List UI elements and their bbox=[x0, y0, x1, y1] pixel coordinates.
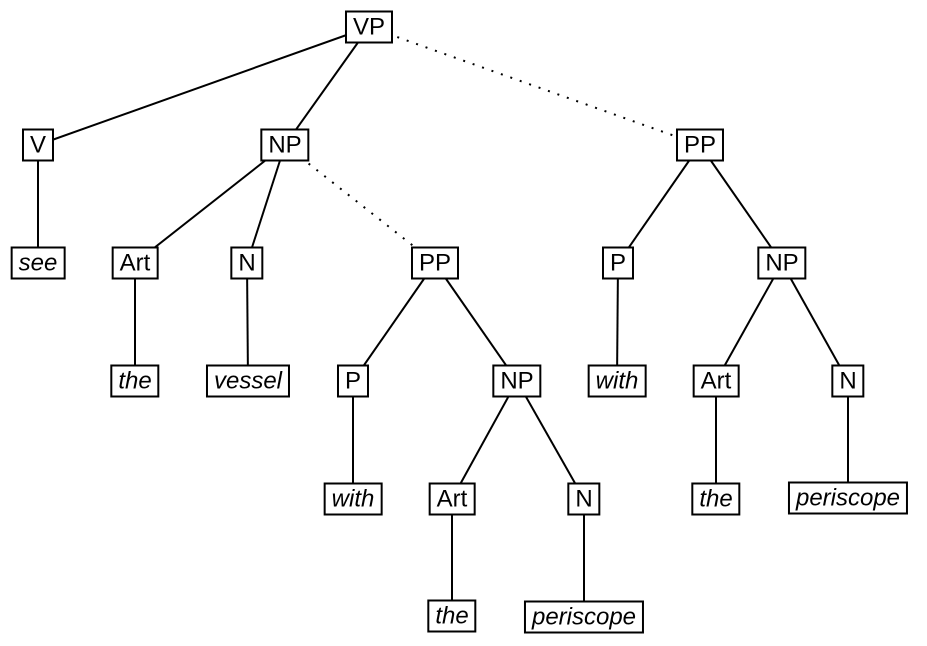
tree-node-p1: P bbox=[336, 364, 370, 398]
tree-node-np3: NP bbox=[757, 246, 807, 280]
tree-node-the1: the bbox=[110, 364, 160, 398]
tree-edge-n1-vessel bbox=[246, 262, 249, 382]
tree-node-the2: the bbox=[427, 599, 477, 633]
tree-node-see: see bbox=[10, 246, 66, 280]
tree-edge-np1-n1 bbox=[246, 144, 286, 264]
tree-node-art3: Art bbox=[692, 364, 740, 398]
tree-edge-vp-np1 bbox=[284, 26, 370, 146]
tree-node-with1: with bbox=[323, 482, 383, 516]
tree-node-periscope1: periscope bbox=[523, 600, 645, 634]
tree-edge-pp2-p2 bbox=[617, 144, 701, 264]
tree-node-v: V bbox=[21, 128, 55, 162]
tree-edge-np1-pp1-dotted bbox=[284, 144, 436, 264]
tree-node-p2: P bbox=[601, 246, 635, 280]
tree-node-vp: VP bbox=[344, 10, 394, 44]
tree-edge-p2-with2 bbox=[616, 262, 619, 382]
tree-edge-pp1-p1 bbox=[352, 262, 436, 382]
tree-node-with2: with bbox=[587, 364, 647, 398]
tree-node-np1: NP bbox=[260, 128, 310, 162]
tree-node-pp2: PP bbox=[675, 128, 725, 162]
tree-node-vessel: vessel bbox=[205, 364, 291, 398]
tree-node-n1: N bbox=[230, 246, 264, 280]
tree-edge-np3-n3 bbox=[781, 262, 849, 382]
tree-node-n2: N bbox=[567, 482, 601, 516]
tree-edge-np2-art2 bbox=[451, 380, 518, 500]
tree-edge-vp-v bbox=[37, 26, 370, 146]
tree-node-the3: the bbox=[691, 482, 741, 516]
tree-node-art1: Art bbox=[111, 246, 159, 280]
tree-edge-pp1-np2 bbox=[434, 262, 518, 382]
tree-edge-pp2-np3 bbox=[699, 144, 783, 264]
tree-node-art2: Art bbox=[428, 482, 476, 516]
tree-node-pp1: PP bbox=[410, 246, 460, 280]
tree-edge-np2-n2 bbox=[516, 380, 585, 500]
tree-node-n3: N bbox=[831, 364, 865, 398]
tree-edge-np3-art3 bbox=[715, 262, 783, 382]
tree-edge-vp-pp2-dotted bbox=[368, 26, 701, 146]
tree-edge-np1-art1 bbox=[134, 144, 286, 264]
tree-node-periscope2: periscope bbox=[787, 481, 909, 515]
tree-node-np2: NP bbox=[492, 364, 542, 398]
